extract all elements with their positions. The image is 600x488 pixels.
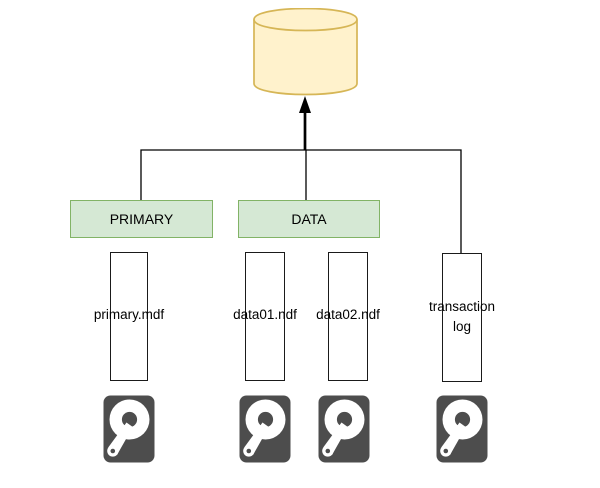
filegroup-data-label: DATA <box>291 211 327 227</box>
hard-disk-icon <box>103 395 155 463</box>
filegroup-primary-label: PRIMARY <box>109 211 174 227</box>
file-label-primary-mdf: primary.mdf <box>93 307 165 322</box>
file-label-data01-ndf: data01.ndf <box>233 307 297 322</box>
file-label-data02-ndf: data02.ndf <box>316 307 380 322</box>
hard-disk-icon <box>318 395 370 463</box>
file-shape-primary-mdf <box>110 252 148 381</box>
database-cylinder-icon <box>253 8 358 96</box>
arrowhead-up-icon <box>299 96 311 113</box>
file-label-transaction-log: transaction log <box>428 299 496 334</box>
filegroup-data: DATA <box>238 200 380 238</box>
hard-disk-icon <box>436 395 488 463</box>
hard-disk-icon <box>239 395 291 463</box>
filegroup-primary: PRIMARY <box>70 200 213 238</box>
file-shape-data01-ndf <box>245 252 285 381</box>
file-shape-data02-ndf <box>328 252 368 381</box>
file-shape-transaction-log <box>442 253 482 382</box>
